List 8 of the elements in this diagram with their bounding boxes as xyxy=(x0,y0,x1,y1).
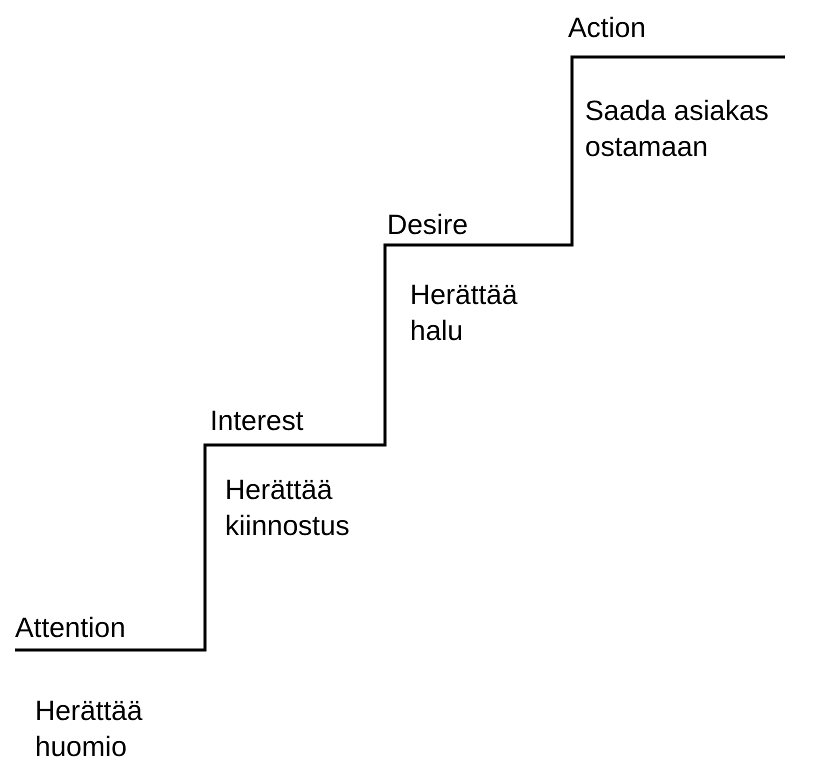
step-heading: Desire xyxy=(387,208,469,242)
step-description: Saada asiakas ostamaan xyxy=(585,94,770,164)
step-description: Herättää halu xyxy=(410,278,518,348)
step-description: Herättää kiinnostus xyxy=(225,473,351,543)
step-heading: Attention xyxy=(15,611,127,645)
step-description: Herättää huomio xyxy=(35,694,144,764)
step-heading: Action xyxy=(568,11,647,45)
step-heading: Interest xyxy=(210,404,304,438)
